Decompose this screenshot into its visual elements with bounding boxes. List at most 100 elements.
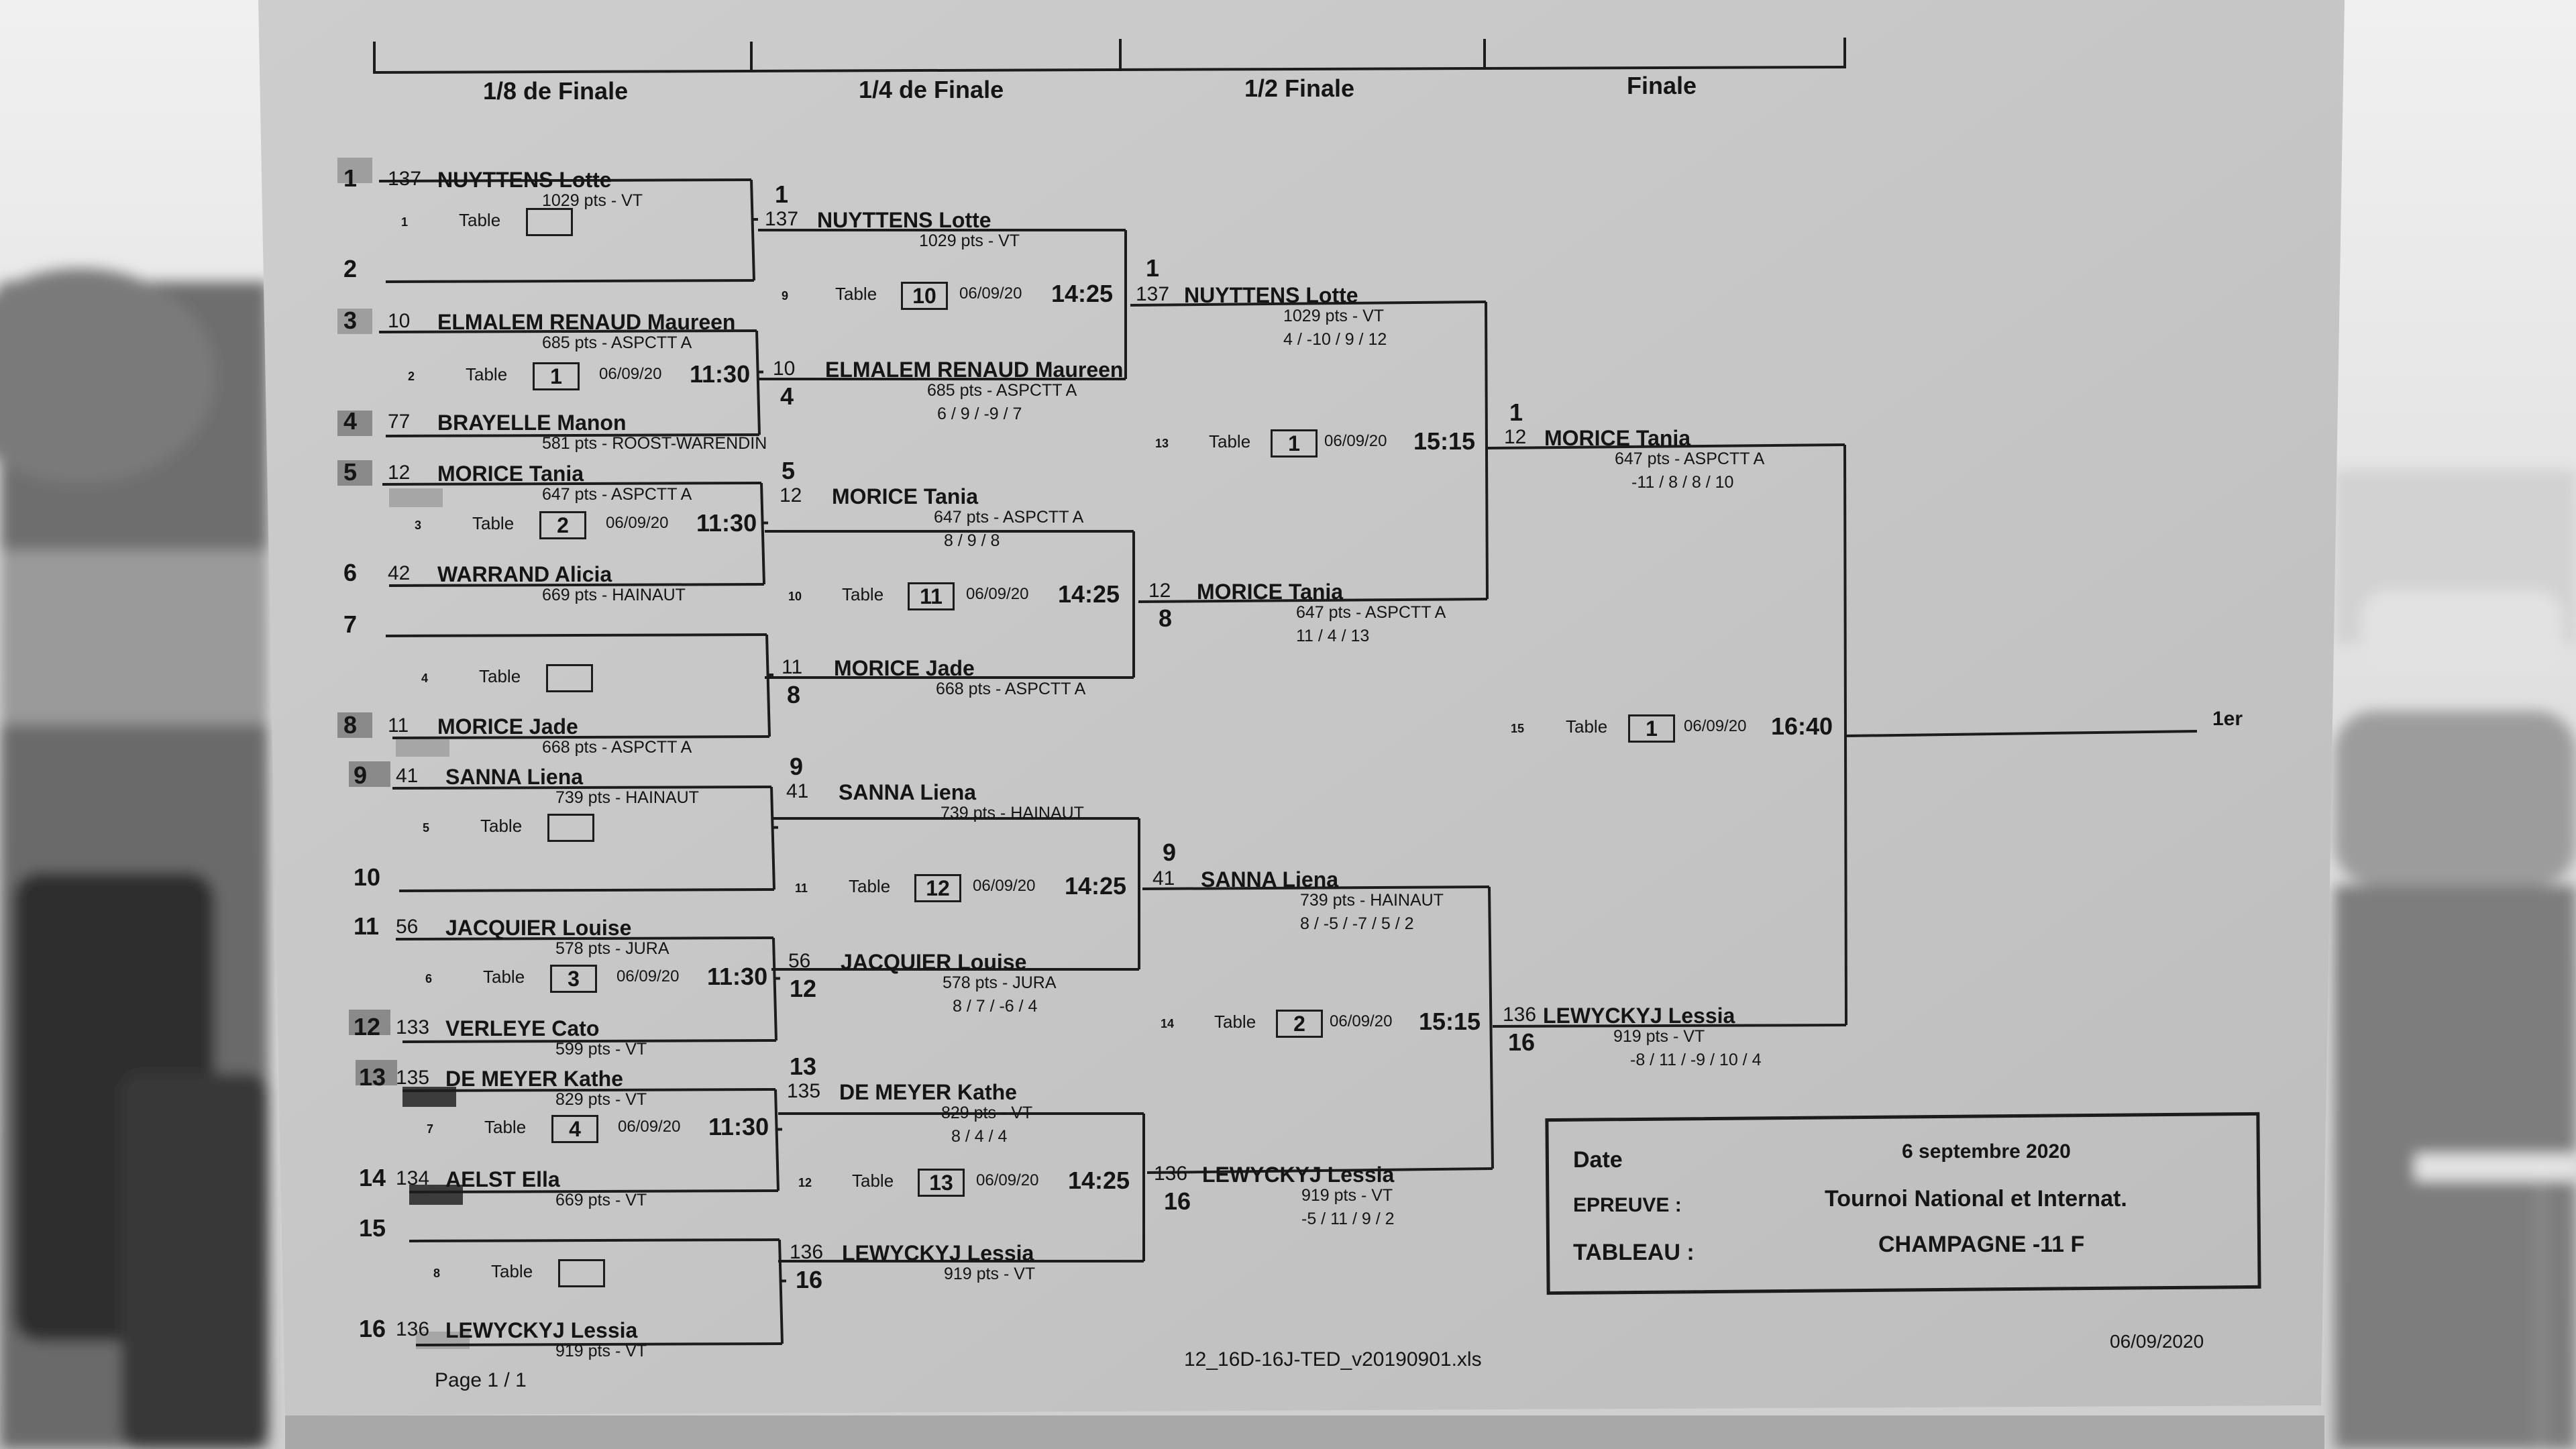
entry-license: 56 (396, 916, 419, 938)
entry-name: NUYTTENS Lotte (1184, 283, 1358, 307)
table-number-box: 1 (533, 362, 580, 390)
entry-points: 919 pts - VT (1613, 1027, 1705, 1046)
table-number-box: 4 (551, 1115, 598, 1143)
entry-seed: 11 (354, 912, 380, 940)
match-time: 15:15 (1419, 1008, 1481, 1035)
entry-name: MORICE Tania (1197, 580, 1344, 604)
entry-points: 685 pts - ASPCTT A (542, 333, 692, 352)
round-header: 1/4 de Finale (859, 76, 1004, 103)
info-tableau-value: CHAMPAGNE -11 F (1878, 1232, 2085, 1257)
entry-score: 4 / -10 / 9 / 12 (1283, 330, 1387, 349)
match-time: 11:30 (708, 1113, 769, 1140)
entry-points: 668 pts - ASPCTT A (542, 738, 692, 757)
entry-name: NUYTTENS Lotte (437, 168, 612, 192)
match-date: 06/09/20 (1330, 1012, 1393, 1030)
match-time: 16:40 (1771, 712, 1833, 740)
entry-name: BRAYELLE Manon (437, 411, 627, 435)
entry-points: 669 pts - HAINAUT (542, 586, 686, 604)
entry-score: 8 / 7 / -6 / 4 (953, 997, 1038, 1016)
entry-name: JACQUIER Louise (841, 950, 1027, 974)
entry-score: -8 / 11 / -9 / 10 / 4 (1630, 1051, 1762, 1069)
entry-points: 919 pts - VT (944, 1265, 1036, 1283)
entry-score: 8 / 9 / 8 (944, 531, 1000, 550)
match-date: 06/09/20 (1684, 717, 1747, 735)
entry-points: 829 pts - VT (555, 1090, 647, 1109)
entry-name: MORICE Jade (437, 714, 578, 739)
entry-name: MORICE Tania (437, 462, 584, 486)
entry-points: 668 pts - ASPCTT A (936, 680, 1086, 698)
entry-license: 41 (786, 780, 809, 802)
match-number: 14 (1161, 1017, 1175, 1030)
match-number: 9 (782, 289, 789, 303)
table-number-box: 11 (908, 582, 955, 610)
entry-seed: 2 (343, 255, 358, 282)
entry-name: AELST Ella (445, 1167, 560, 1191)
entry-seed: 16 (796, 1266, 823, 1293)
entry-score: -5 / 11 / 9 / 2 (1301, 1210, 1395, 1228)
entry-license: 12 (388, 462, 411, 484)
entry-license: 42 (388, 562, 411, 584)
entry-license: 12 (1148, 580, 1171, 602)
match-number: 8 (433, 1267, 441, 1280)
entry-license: 41 (396, 765, 419, 787)
entry-name: MORICE Tania (832, 484, 979, 508)
table-number-box (526, 208, 573, 236)
match-date: 06/09/20 (959, 284, 1022, 303)
match-number: 5 (423, 821, 430, 835)
entry-license: 12 (780, 484, 802, 506)
table-number-box: 10 (901, 282, 948, 310)
entry-license: 137 (1136, 283, 1170, 305)
info-date-value: 6 septembre 2020 (1902, 1140, 2071, 1163)
entry-name: NUYTTENS Lotte (817, 208, 991, 232)
table-label: Table (1214, 1012, 1256, 1032)
entry-score: -11 / 8 / 8 / 10 (1631, 473, 1734, 492)
entry-points: 1029 pts - VT (542, 191, 643, 210)
table-label: Table (472, 513, 515, 533)
entry-license: 136 (396, 1318, 430, 1340)
match-date: 06/09/20 (599, 365, 662, 383)
match-time: 11:30 (690, 360, 751, 388)
entry-points: 829 pts - VT (941, 1104, 1033, 1122)
round-header: Finale (1627, 72, 1697, 99)
table-label: Table (480, 816, 523, 836)
winner-label: 1er (2212, 708, 2243, 730)
match-number: 2 (408, 370, 415, 383)
table-number-box: 12 (914, 874, 961, 902)
entry-seed: 8 (1159, 604, 1173, 632)
entry-seed: 12 (790, 975, 817, 1002)
entry-seed: 1 (775, 180, 789, 208)
info-epreuve-value: Tournoi National et Internat. (1825, 1186, 2127, 1212)
entry-seed: 6 (343, 559, 358, 586)
entry-name: LEWYCKYJ Lessia (842, 1241, 1034, 1265)
entry-name: SANNA Liena (839, 780, 977, 804)
table-label: Table (483, 967, 525, 987)
entry-seed: 9 (354, 761, 368, 789)
entry-points: 739 pts - HAINAUT (1300, 891, 1444, 910)
entry-license: 11 (782, 656, 803, 678)
entry-points: 599 pts - VT (555, 1040, 647, 1059)
entry-license: 10 (773, 358, 796, 380)
entry-points: 739 pts - HAINAUT (555, 788, 699, 807)
seed-chips (337, 158, 470, 1349)
entry-points: 581 pts - ROOST-WARENDIN (542, 434, 767, 453)
entry-points: 647 pts - ASPCTT A (542, 485, 692, 504)
match-time: 14:25 (1058, 580, 1120, 608)
entry-seed: 4 (343, 407, 358, 435)
entry-name: WARRAND Alicia (437, 562, 612, 586)
match-time: 15:15 (1413, 427, 1476, 455)
entry-seed: 16 (1164, 1187, 1191, 1215)
entry-seed: 5 (343, 458, 358, 486)
table-number-box: 1 (1271, 429, 1318, 458)
match-date: 06/09/20 (616, 967, 680, 985)
entry-license: 137 (765, 208, 799, 230)
table-number-box: 2 (1276, 1010, 1323, 1038)
table-label: Table (1566, 716, 1608, 737)
entry-license: 77 (388, 411, 411, 433)
match-number: 3 (415, 519, 422, 532)
info-box (1545, 1112, 2261, 1295)
entry-license: 136 (1154, 1163, 1188, 1185)
round-header-ruler (373, 38, 1846, 74)
entry-points: 739 pts - HAINAUT (941, 804, 1084, 822)
